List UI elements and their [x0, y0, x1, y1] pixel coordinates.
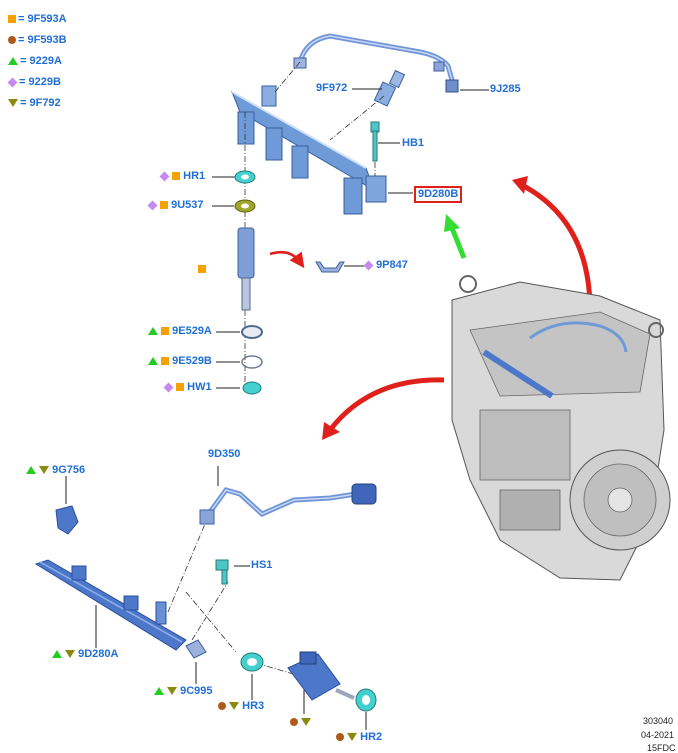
clip-9c995: [185, 639, 207, 659]
label-injector-marker: [198, 263, 206, 276]
circle-marker: [336, 733, 344, 742]
pipe-fitting: [293, 57, 307, 69]
legend-text: = 9F792: [20, 97, 61, 109]
label-9e529b-row: 9E529B: [148, 355, 212, 368]
label-hr3: HR3: [242, 700, 265, 712]
label-9e529a: 9E529A: [172, 325, 212, 337]
diagram-code-3: 15FDC: [647, 743, 676, 753]
square-marker: [198, 265, 206, 274]
fuel-pipe-upper: [297, 33, 455, 83]
bolt-hs1: [215, 559, 229, 571]
sensor-9g756: [55, 505, 79, 535]
red-arrow-small: [269, 251, 305, 269]
square-marker: [8, 15, 16, 24]
label-9c995: 9C995: [180, 685, 213, 697]
washer-hw1: [242, 381, 262, 395]
triangle-up-marker: [148, 357, 158, 366]
square-marker: [172, 172, 181, 181]
legend-text: = 9F593B: [18, 34, 67, 46]
diagram-code-1: 303040: [643, 716, 674, 726]
fuel-rail-lower: [34, 559, 187, 651]
label-9e529a-row: 9E529A: [148, 325, 212, 338]
circle-marker: [8, 36, 16, 45]
red-arrow-left: [328, 377, 445, 432]
circle-marker: [218, 702, 226, 711]
triangle-up-marker: [8, 57, 18, 66]
label-lower-injector-row: [290, 716, 312, 729]
pressure-sensor: [373, 81, 397, 107]
triangle-down-marker: [8, 99, 18, 108]
legend-text: = 9229B: [19, 76, 61, 88]
diamond-marker: [363, 260, 374, 271]
ring-9e529b: [241, 355, 263, 369]
label-9g756: 9G756: [52, 464, 86, 476]
label-9d350: 9D350: [208, 448, 241, 460]
legend-text: = 9229A: [20, 55, 62, 67]
label-hr3-row: HR3: [218, 700, 264, 713]
square-marker: [161, 357, 170, 366]
label-hw1-row: HW1: [163, 381, 212, 394]
triangle-up-marker: [52, 650, 62, 659]
legend-item: = 9229B: [7, 76, 61, 89]
label-9f972: 9F972: [316, 82, 348, 94]
injector-upper: [237, 227, 255, 279]
label-9d280a: 9D280A: [78, 648, 119, 660]
label-9c995-row: 9C995: [154, 685, 213, 698]
label-hw1: HW1: [187, 381, 212, 393]
triangle-down-marker: [301, 718, 312, 727]
diamond-marker: [163, 382, 174, 393]
legend-text: = 9F593A: [18, 13, 67, 25]
label-9p847: 9P847: [376, 259, 408, 271]
label-9p847-row: 9P847: [363, 259, 408, 272]
label-9d280b: 9D280B: [414, 186, 463, 203]
pipe-fitting-end: [445, 79, 459, 93]
engine-block: [451, 275, 671, 581]
triangle-down-marker: [167, 687, 178, 696]
green-arrow: [449, 227, 467, 259]
diamond-marker: [159, 171, 170, 182]
triangle-down-marker: [39, 466, 50, 475]
label-hb1: HB1: [402, 137, 425, 149]
label-9u537: 9U537: [171, 199, 204, 211]
diagram-code-2: 04-2021: [641, 730, 675, 740]
clip-9p847: [315, 261, 345, 273]
label-9e529b: 9E529B: [172, 355, 212, 367]
triangle-up-marker: [154, 687, 164, 696]
square-marker: [161, 327, 170, 336]
square-marker: [176, 383, 185, 392]
diamond-marker: [7, 77, 18, 88]
red-arrow-top: [518, 181, 593, 311]
label-hr2-row: HR2: [336, 731, 382, 744]
label-9j285: 9J285: [490, 83, 521, 95]
triangle-down-marker: [229, 702, 240, 711]
square-marker: [160, 201, 169, 210]
triangle-down-marker: [65, 650, 76, 659]
circle-marker: [290, 718, 298, 727]
label-hr2: HR2: [360, 731, 383, 743]
label-hr1: HR1: [183, 170, 206, 182]
legend-item: = 9F792: [8, 97, 61, 110]
ring-9e529a: [241, 325, 263, 339]
triangle-up-marker: [148, 327, 158, 336]
label-9d280a-row: 9D280A: [52, 648, 118, 661]
label-hs1: HS1: [251, 559, 273, 571]
label-9g756-row: 9G756: [26, 464, 85, 477]
triangle-up-marker: [26, 466, 36, 475]
legend-item: = 9F593A: [8, 13, 67, 26]
label-hr1-row: HR1: [159, 170, 206, 183]
legend-item: = 9229A: [8, 55, 62, 68]
fuel-pipe-lower: [207, 487, 359, 517]
diamond-marker: [147, 200, 158, 211]
triangle-down-marker: [347, 733, 358, 742]
legend-item: = 9F593B: [8, 34, 67, 47]
label-9u537-row: 9U537: [147, 199, 204, 212]
